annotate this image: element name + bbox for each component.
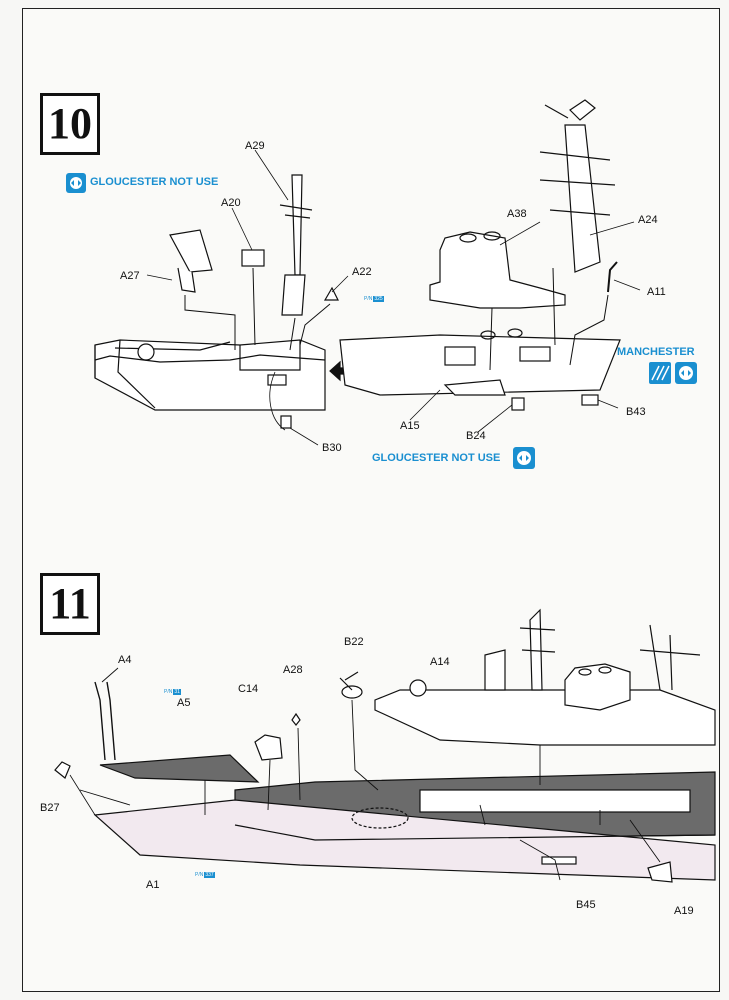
hangar-well: [419, 789, 691, 813]
pipe-a11: [607, 261, 618, 293]
label-a28: A28: [283, 664, 303, 676]
no-use-icon: [513, 447, 535, 474]
label-b24: B24: [466, 430, 486, 442]
note-gloucester-bottom: GLOUCESTER NOT USE: [372, 452, 501, 464]
part-a28: [291, 712, 301, 726]
label-a15: A15: [400, 420, 420, 432]
forecastle-a5: [99, 754, 260, 783]
step-10-drawing: [94, 99, 641, 446]
part-b43: [581, 394, 599, 406]
part-a22: [323, 286, 339, 301]
step-10-number: 10: [40, 93, 100, 155]
superstructure-a14: [374, 689, 716, 746]
label-b27: B27: [40, 802, 60, 814]
mast-a24: [564, 124, 601, 273]
label-a22: A22: [352, 266, 372, 278]
label-a29: A29: [245, 140, 265, 152]
label-a5: A5: [177, 697, 191, 709]
part-b24: [511, 397, 525, 411]
label-a11: A11: [647, 286, 666, 298]
mast-a29: [291, 174, 303, 276]
step-11-drawing: [54, 608, 716, 883]
part-a4: [94, 681, 116, 761]
radar-dome: [137, 343, 155, 361]
manchester-icon: [649, 362, 697, 389]
label-b45: B45: [576, 899, 596, 911]
superstructure-left-block: [94, 339, 326, 411]
label-a27: A27: [120, 270, 140, 282]
part-a20: [241, 249, 265, 267]
part-a19: [647, 861, 673, 883]
label-a19: A19: [674, 905, 694, 917]
part-b30: [280, 415, 292, 429]
label-a4: A4: [118, 654, 132, 666]
part-a27: [169, 229, 213, 273]
label-a38: A38: [507, 208, 527, 220]
part-b45: [541, 856, 577, 865]
funnel-a38: [429, 231, 566, 309]
part-b22: [341, 685, 363, 699]
label-a24: A24: [638, 214, 658, 226]
label-b22: B22: [344, 636, 364, 648]
label-b43: B43: [626, 406, 646, 418]
no-use-icon: [66, 173, 86, 198]
note-gloucester-top: GLOUCESTER NOT USE: [90, 176, 219, 188]
label-a14: A14: [430, 656, 450, 668]
note-manchester: MANCHESTER: [617, 346, 695, 358]
label-b30: B30: [322, 442, 342, 454]
label-c14: C14: [238, 683, 259, 695]
step-11-number: 11: [40, 573, 100, 635]
part-b27: [54, 761, 71, 779]
part-c14: [254, 734, 283, 761]
label-a20: A20: [221, 197, 241, 209]
label-a1: A1: [146, 879, 160, 891]
